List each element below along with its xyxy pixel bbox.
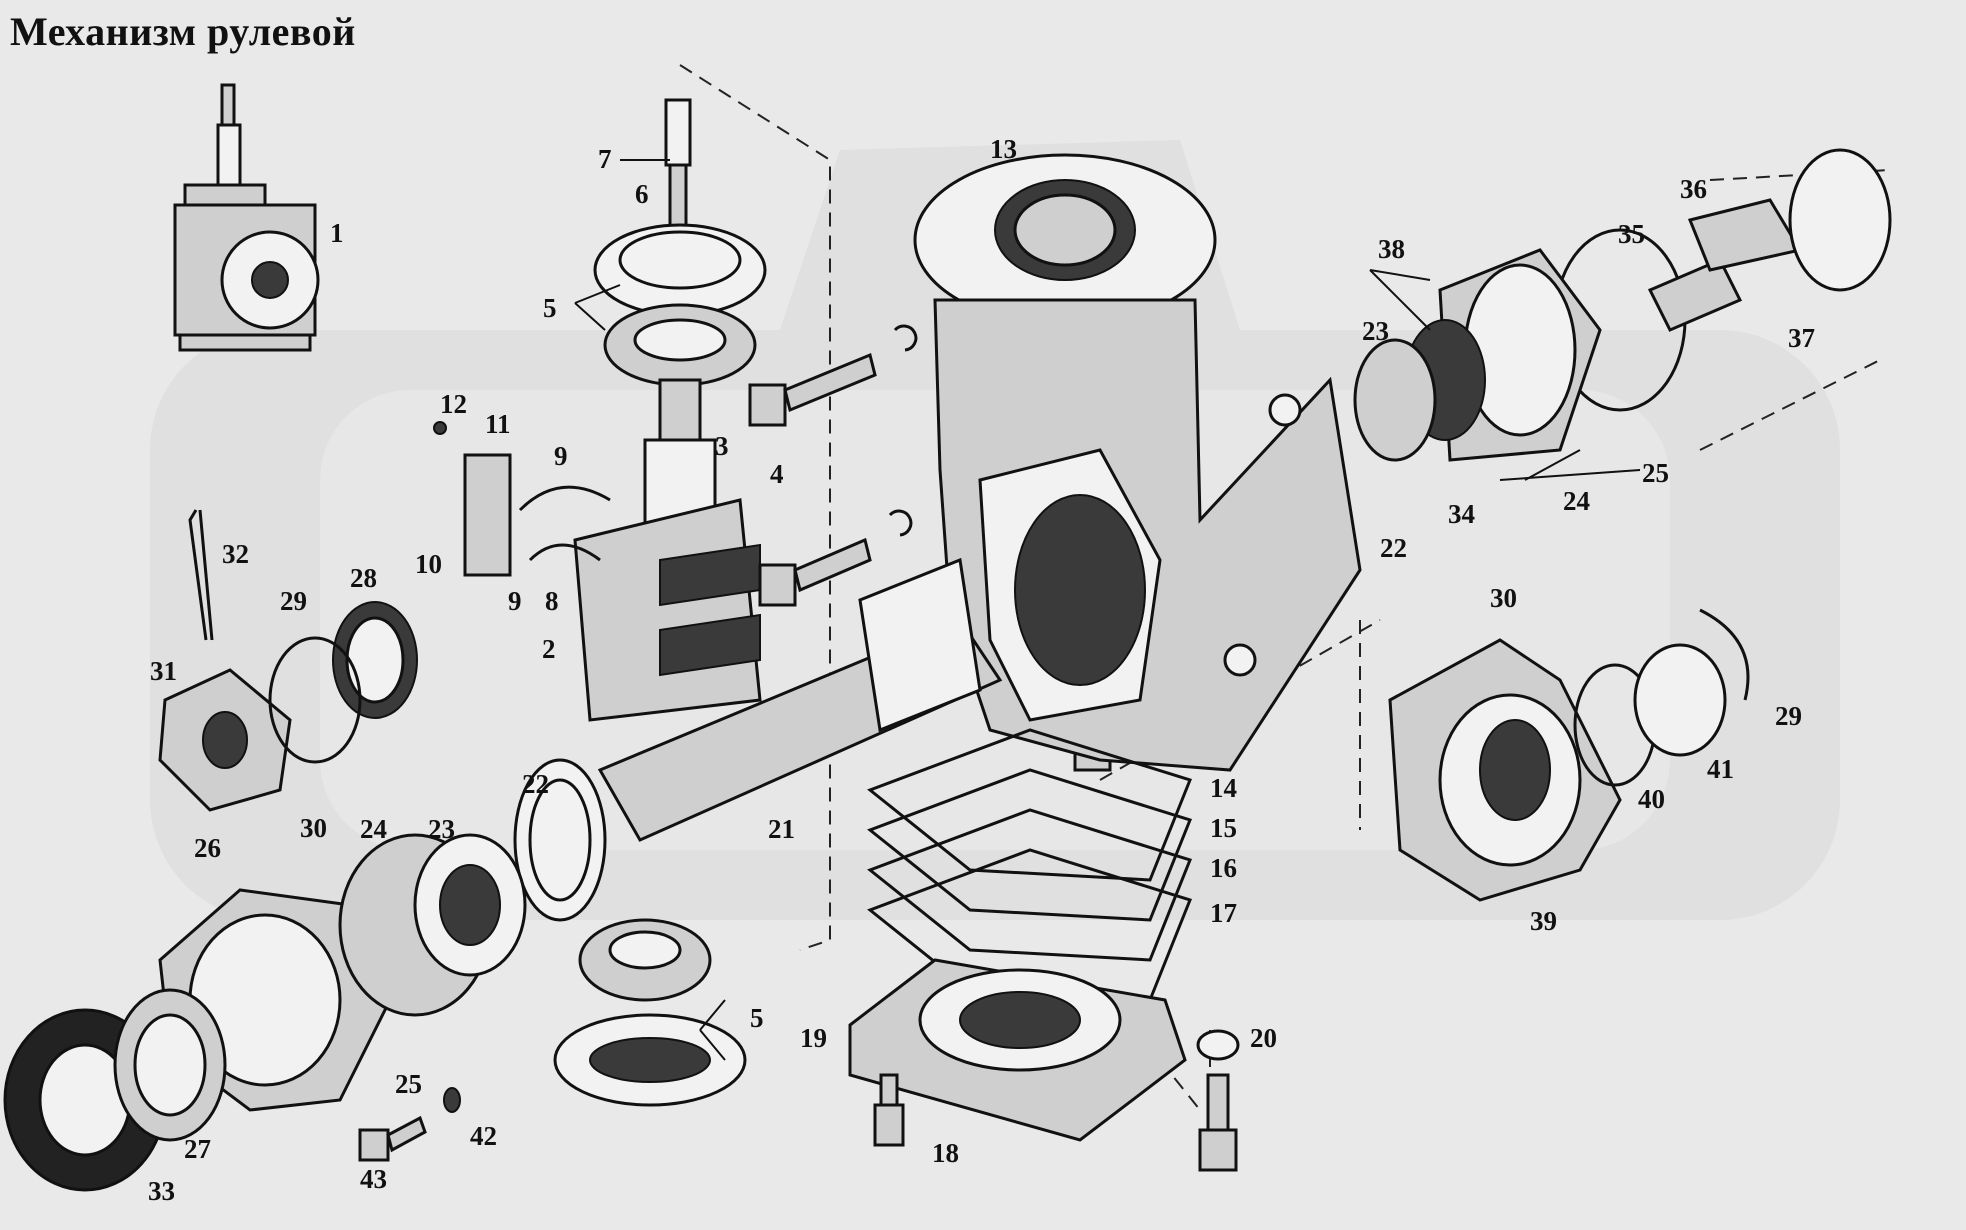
label-3: 3 — [715, 431, 729, 461]
label-9-upper: 9 — [554, 441, 568, 471]
label-30-right: 30 — [1490, 583, 1517, 613]
small-fasteners — [358, 1087, 461, 1162]
label-14: 14 — [1210, 773, 1237, 803]
label-16: 16 — [1210, 853, 1237, 883]
cover-bolts — [873, 1029, 1240, 1172]
label-31: 31 — [150, 656, 177, 686]
label-22-right: 22 — [1380, 533, 1407, 563]
label-13: 13 — [990, 134, 1017, 164]
label-9-lower: 9 — [508, 586, 522, 616]
label-32: 32 — [222, 539, 249, 569]
label-17: 17 — [1210, 898, 1237, 928]
label-19: 19 — [800, 1023, 827, 1053]
label-27: 27 — [184, 1134, 211, 1164]
label-30-left: 30 — [300, 813, 327, 843]
label-11: 11 — [485, 409, 511, 439]
diagram-title: Механизм рулевой — [10, 9, 356, 54]
label-29-right: 29 — [1775, 701, 1802, 731]
label-42: 42 — [470, 1121, 497, 1151]
label-34: 34 — [1448, 499, 1475, 529]
label-36: 36 — [1680, 174, 1707, 204]
label-22-left: 22 — [522, 769, 549, 799]
steering-housing — [913, 153, 1362, 772]
label-15: 15 — [1210, 813, 1237, 843]
label-18: 18 — [932, 1138, 959, 1168]
label-35: 35 — [1618, 219, 1645, 249]
label-1: 1 — [330, 218, 344, 248]
label-33: 33 — [148, 1176, 175, 1206]
label-23-right: 23 — [1362, 316, 1389, 346]
label-43: 43 — [360, 1164, 387, 1194]
ball-guides — [433, 421, 611, 577]
label-8: 8 — [545, 586, 559, 616]
label-25-left: 25 — [395, 1069, 422, 1099]
label-12: 12 — [440, 389, 467, 419]
label-24-right: 24 — [1563, 486, 1590, 516]
label-2: 2 — [542, 634, 556, 664]
upper-bearing — [593, 223, 767, 387]
label-10: 10 — [415, 549, 442, 579]
label-29-left: 29 — [280, 586, 307, 616]
label-20: 20 — [1250, 1023, 1277, 1053]
label-23-left: 23 — [428, 814, 455, 844]
callout-leaders — [574, 159, 1641, 1061]
assembled-steering-gear — [173, 83, 320, 352]
label-24-left: 24 — [360, 814, 387, 844]
label-40: 40 — [1638, 784, 1665, 814]
bottom-cover — [848, 958, 1187, 1142]
label-21: 21 — [768, 814, 795, 844]
right-side-assembly — [1353, 148, 1892, 462]
oil-seal-and-ring — [3, 988, 227, 1192]
sector-shaft — [513, 557, 1003, 922]
label-38: 38 — [1378, 234, 1405, 264]
label-39: 39 — [1530, 906, 1557, 936]
right-side-cover-assembly — [1388, 608, 1750, 902]
label-7: 7 — [598, 144, 612, 174]
left-washer-and-circlip — [268, 601, 418, 764]
part-number-labels: 1 2 3 4 5 5 5 6 7 8 9 9 10 11 12 13 14 1… — [148, 134, 1815, 1206]
label-41: 41 — [1707, 754, 1734, 784]
label-37: 37 — [1788, 323, 1815, 353]
label-5-upper: 5 — [543, 293, 557, 323]
lower-bearing — [553, 918, 747, 1107]
label-6: 6 — [635, 179, 649, 209]
label-5-lower: 5 — [750, 1003, 764, 1033]
cotter-pin — [188, 509, 214, 641]
castle-nut — [158, 668, 292, 812]
label-26: 26 — [194, 833, 221, 863]
label-4: 4 — [770, 459, 784, 489]
label-25-right: 25 — [1642, 458, 1669, 488]
worm-and-ball-nut — [573, 378, 762, 722]
label-28: 28 — [350, 563, 377, 593]
